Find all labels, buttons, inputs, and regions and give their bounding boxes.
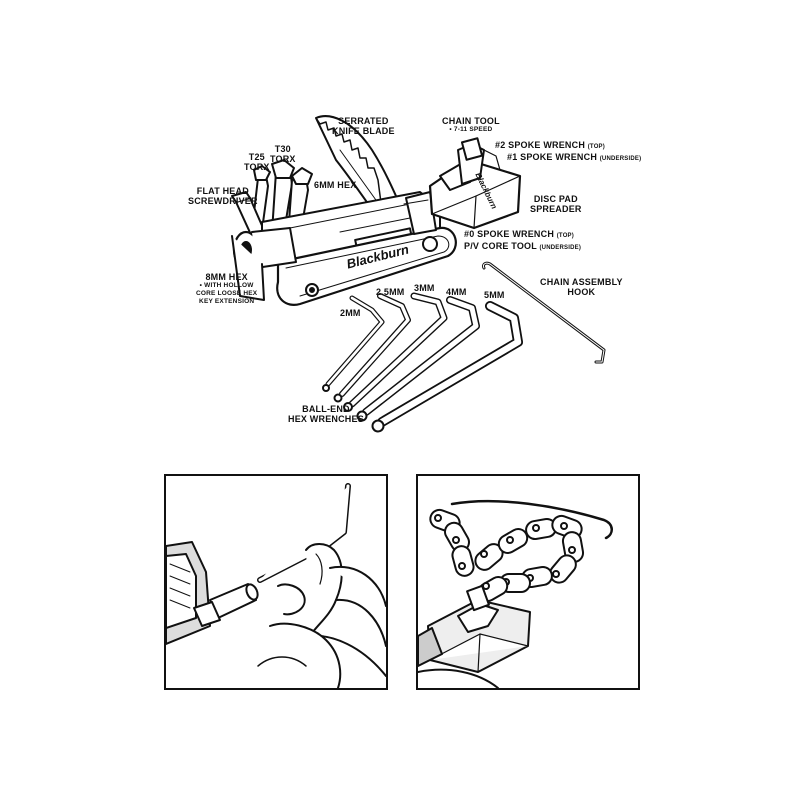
hand-with-hex-key-illustration: [166, 483, 386, 688]
label-pv-core-tool: P/V CORE TOOL (UNDERSIDE): [464, 241, 582, 251]
label-ball-end-hex-wrenches: BALL-END HEX WRENCHES: [288, 404, 364, 424]
chain-tool-with-chain-illustration: [418, 499, 613, 688]
multi-tool-illustration: [231, 115, 606, 433]
label-2mm: 2MM: [340, 308, 361, 318]
ball-end-hex-wrenches: [322, 292, 523, 433]
label-5mm: 5MM: [484, 290, 505, 300]
label-flat-head-screwdriver: FLAT HEAD SCREWDRIVER: [188, 186, 258, 206]
bike-chain: [429, 508, 585, 602]
torx-bits: [251, 159, 313, 237]
label-disc-pad-spreader: DISC PAD SPREADER: [530, 194, 582, 214]
label-3mm: 3MM: [414, 283, 435, 293]
label-t30-torx: T30 TORX: [270, 144, 296, 164]
chain-assembly-hook: [482, 261, 606, 364]
label-spoke-wrench-0: #0 SPOKE WRENCH (TOP): [464, 229, 574, 239]
tool-body: [231, 191, 457, 306]
label-chain-assembly-hook: CHAIN ASSEMBLY HOOK: [540, 277, 623, 297]
label-spoke-wrench-1: #1 SPOKE WRENCH (UNDERSIDE): [507, 152, 642, 162]
label-6mm-hex: 6MM HEX: [314, 180, 357, 190]
label-8mm-hex: 8MM HEX • WITH HOLLOW CORE LOOSE HEX KEY…: [196, 272, 258, 305]
label-serrated-knife-blade: SERRATED KNIFE BLADE: [332, 116, 395, 136]
label-t25-torx: T25 TORX: [244, 152, 270, 172]
label-4mm: 4MM: [446, 287, 467, 297]
label-chain-tool: CHAIN TOOL • 7-11 SPEED: [442, 116, 500, 133]
chain-tool: [428, 137, 522, 230]
panel-hex-extension-usage: [164, 474, 388, 690]
label-spoke-wrench-2: #2 SPOKE WRENCH (TOP): [495, 140, 605, 150]
chain-tool-in-use: [418, 584, 531, 673]
label-2-5mm: 2.5MM: [376, 287, 405, 297]
panel-chain-tool-usage: [416, 474, 640, 690]
